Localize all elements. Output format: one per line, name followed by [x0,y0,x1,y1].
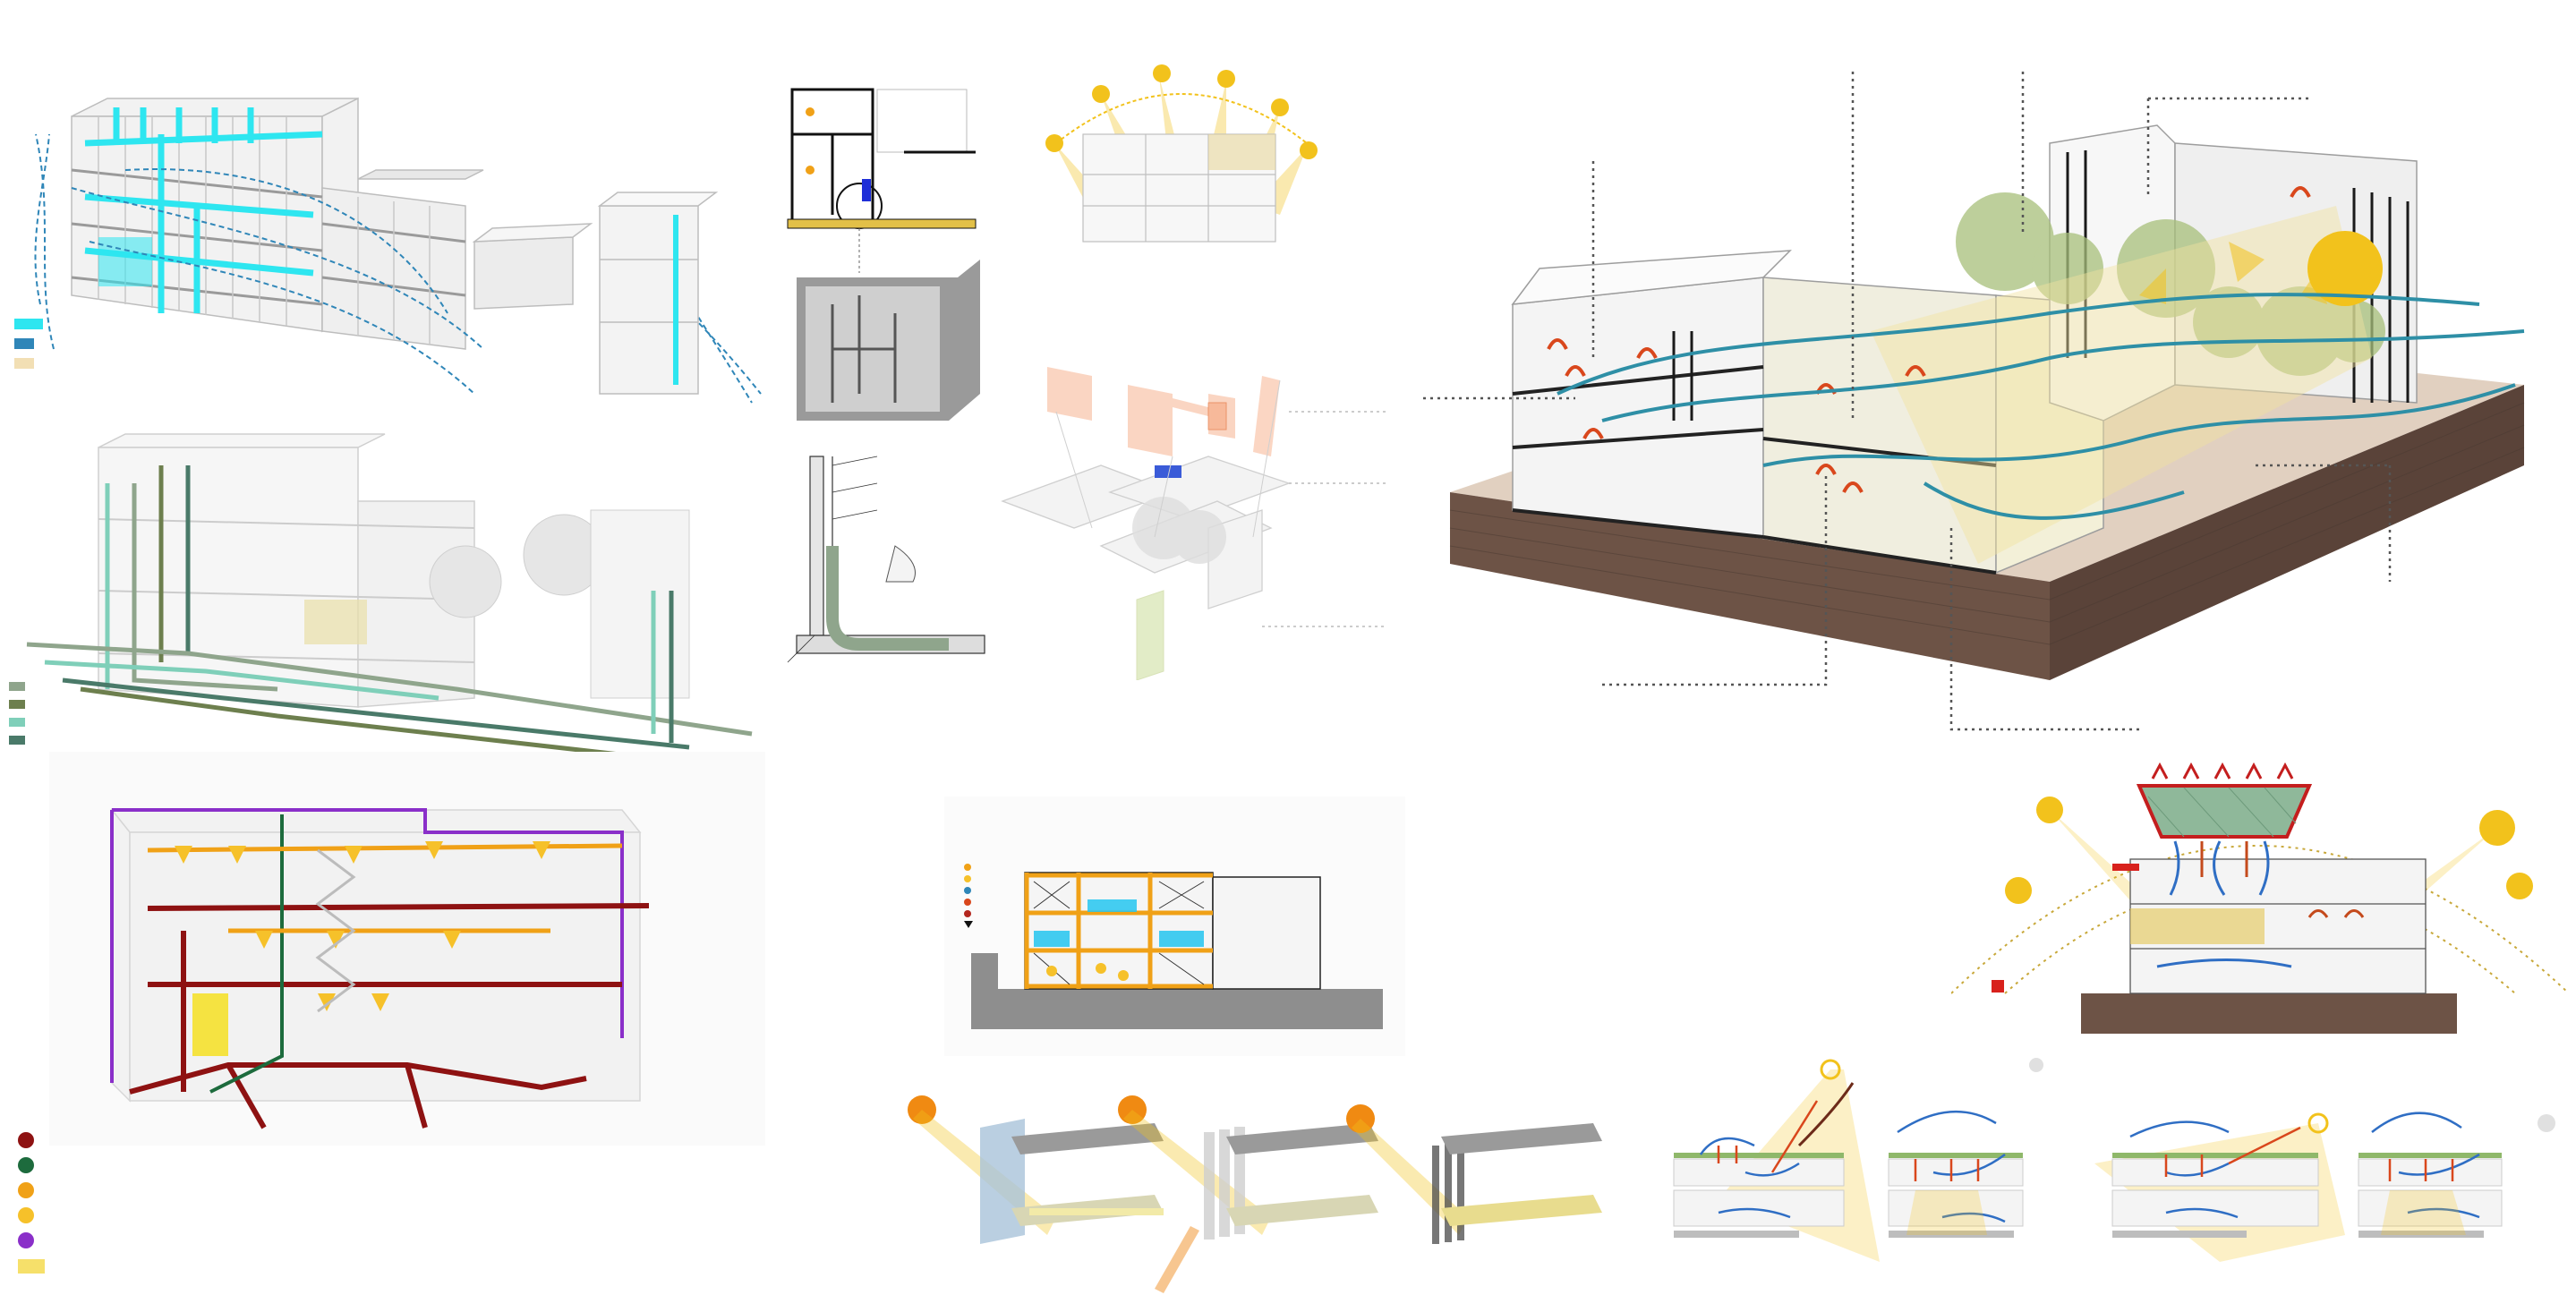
outdoor-unit [474,224,591,309]
legend-dot-dark-green [18,1157,34,1173]
ventilation-axonometric [18,81,770,412]
legend-swatch-cyan [14,319,43,329]
legend-block-sand [18,1259,45,1274]
exploded-axonometric [994,358,1396,680]
roof-canopy-section [1951,752,2569,1047]
legend-dot-orange-b [964,875,971,882]
sun-path-section [1038,54,1325,260]
shading-studies [895,1083,1629,1295]
climate-sections [1665,1056,2569,1295]
exhaust-arrows [2153,765,2292,779]
legend-swatch-mint [9,718,25,727]
legend-dot-yellow [18,1207,34,1223]
plan-detail [792,89,976,228]
water-flow-axonometric [9,394,770,761]
legend-swatch-teal-dark [9,736,25,745]
legend-swatch-sand [14,358,34,369]
section-detail [797,456,985,653]
facade-section [944,797,1405,1056]
construction-details [779,81,994,689]
legend-swatch-steel-blue [14,338,34,349]
services-axonometric [0,752,779,1289]
main-site-axonometric [1423,63,2560,743]
legend-dot-dark-red [18,1132,34,1148]
legend-swatch-olive [9,700,25,709]
legend-dot-purple [18,1232,34,1248]
legend-dot-red-b [964,910,971,917]
legend-arrow-black [964,921,973,928]
shading-study-3 [1346,1104,1602,1244]
legend-dot-red-a [964,899,971,906]
legend-dot-orange-a [964,864,971,871]
stair-tower [600,192,716,394]
climate-section-c [2094,1114,2345,1262]
shading-study-2 [1118,1095,1378,1293]
climate-section-b [1889,1112,2023,1238]
legend-dot-steel-blue [964,887,971,894]
photo-detail [797,260,980,421]
climate-section-d [2358,1113,2502,1238]
legend-swatch-sage [9,682,25,691]
climate-section-a [1674,1061,1880,1262]
legend-dot-orange [18,1182,34,1198]
